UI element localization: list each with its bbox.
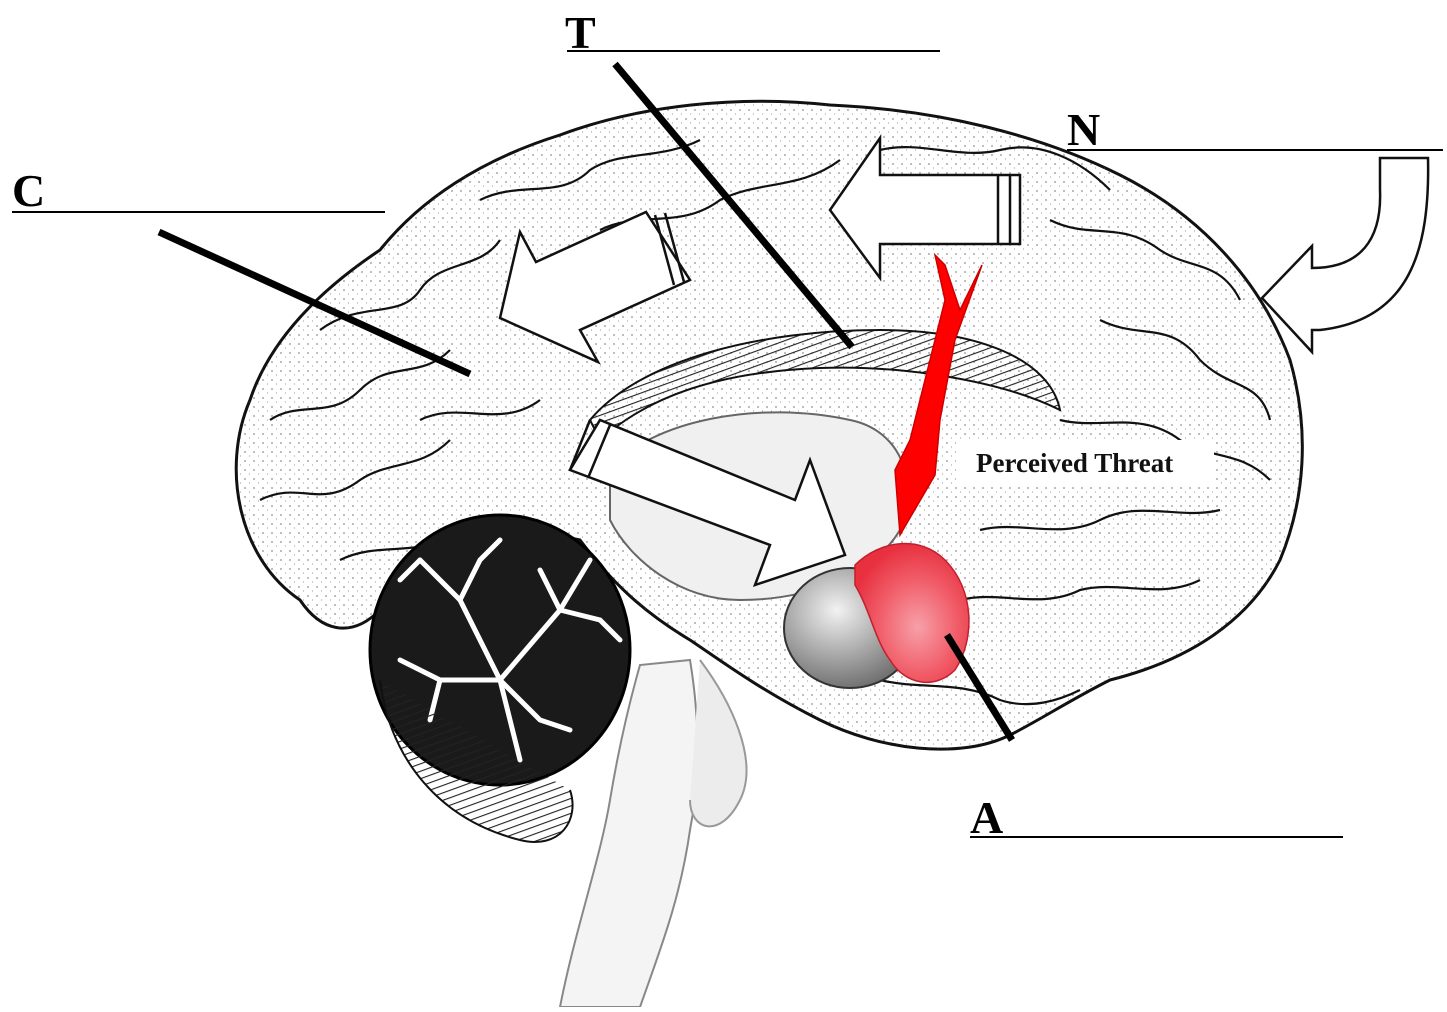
blank-t	[567, 50, 940, 52]
label-c: C	[12, 168, 45, 214]
pons	[690, 660, 746, 826]
arrow-curved	[1262, 158, 1428, 352]
blank-a	[970, 836, 1343, 838]
label-n: N	[1067, 107, 1100, 153]
label-a: A	[970, 795, 1003, 841]
blank-n	[1067, 149, 1443, 151]
blank-c	[12, 211, 385, 213]
perceived-threat-label: Perceived Threat	[956, 440, 1214, 486]
